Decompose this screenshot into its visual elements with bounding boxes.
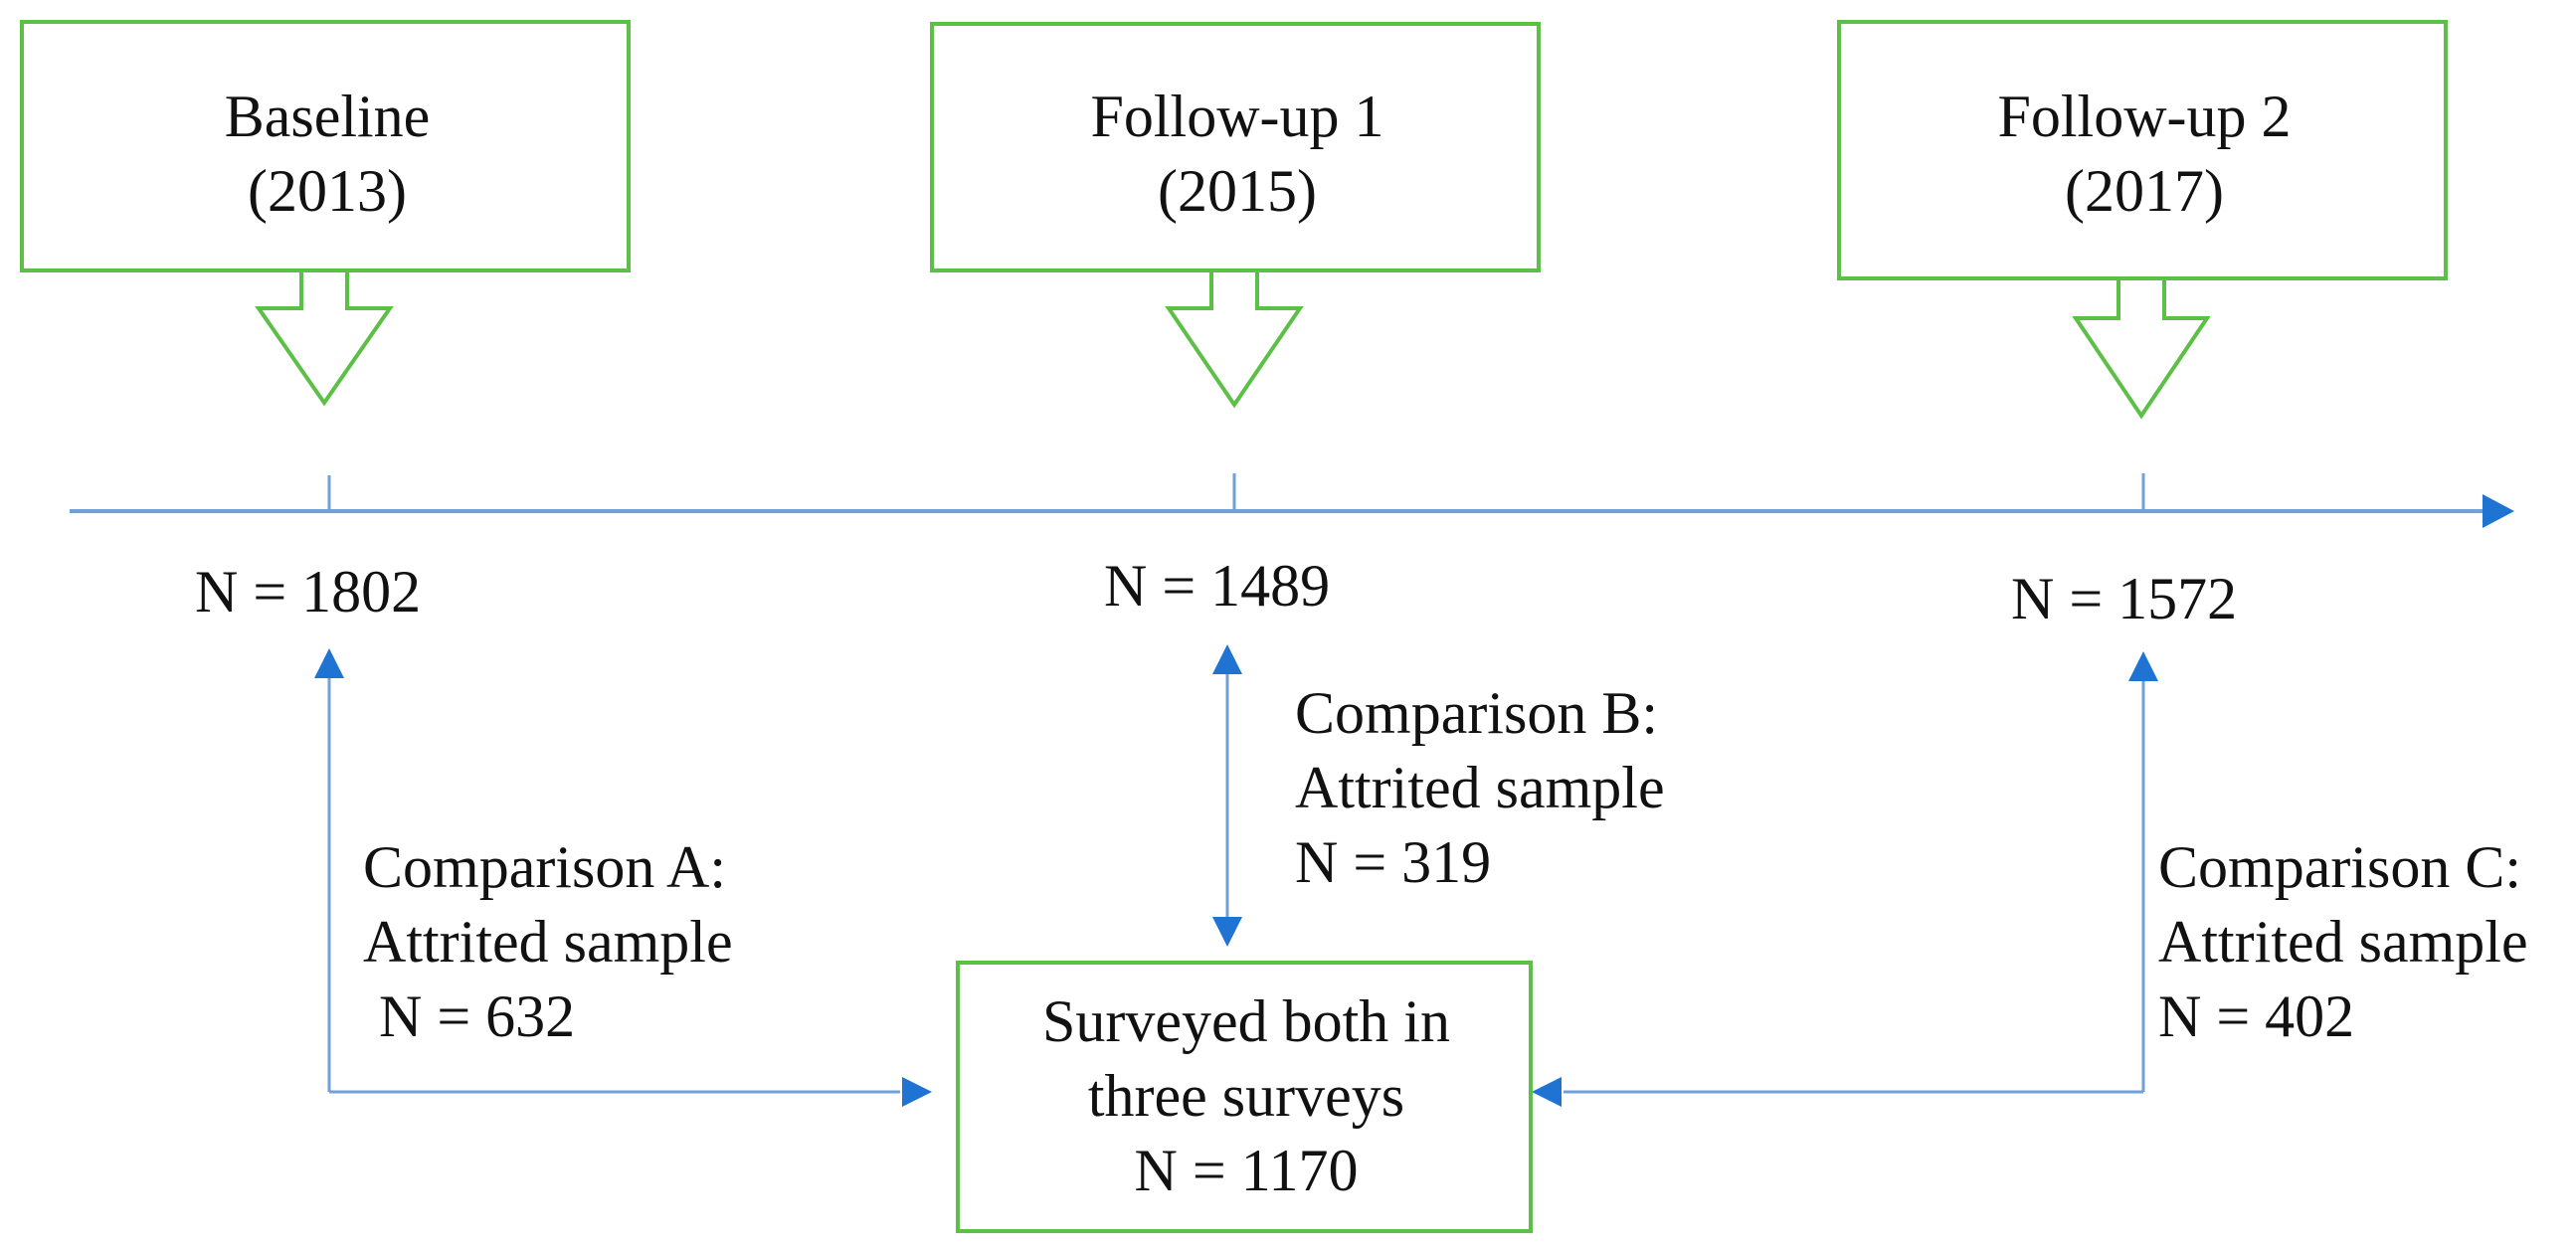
comparison-b-sample: Attrited sample: [1295, 755, 1665, 820]
comparison-b-label: Comparison B: Attrited sample N = 319: [1295, 676, 1665, 900]
follow-up-2-label: Follow-up 2 (2017): [1839, 80, 2450, 229]
follow-up-2-year: (2017): [2065, 158, 2224, 224]
follow-up-2-down-arrow: [2072, 276, 2211, 420]
comparison-c-up-arrowhead: [2128, 651, 2158, 681]
comparison-c-label: Comparison C: Attrited sample N = 402: [2158, 830, 2528, 1054]
surveyed-all-label: Surveyed both in three surveys N = 1170: [958, 984, 1535, 1208]
baseline-title: Baseline: [224, 84, 431, 149]
follow-up-1-title: Follow-up 1: [1090, 84, 1384, 149]
comparison-b-up-arrowhead: [1212, 644, 1242, 674]
comparison-c-n: N = 402: [2158, 983, 2355, 1049]
comparison-b-title: Comparison B:: [1295, 680, 1659, 746]
comparison-b-n: N = 319: [1295, 829, 1492, 895]
baseline-n: N = 1802: [195, 559, 422, 624]
timeline-arrowhead: [2483, 494, 2514, 528]
baseline-label: Baseline (2013): [22, 80, 633, 229]
comparison-a-right-arrowhead: [902, 1077, 932, 1107]
follow-up-2-title: Follow-up 2: [1997, 84, 2292, 149]
surveyed-all-box: [956, 961, 1533, 1233]
comparison-a-title: Comparison A:: [363, 834, 727, 900]
baseline-down-arrow: [255, 268, 394, 407]
comparison-c-sample: Attrited sample: [2158, 909, 2528, 975]
surveyed-all-n: N = 1170: [1134, 1138, 1359, 1203]
comparison-b-down-arrowhead: [1212, 917, 1242, 947]
comparison-c-left-arrowhead: [1532, 1077, 1562, 1107]
follow-up-1-down-arrow: [1165, 268, 1304, 409]
comparison-c-title: Comparison C:: [2158, 834, 2522, 900]
follow-up-1-label: Follow-up 1 (2015): [932, 80, 1543, 229]
comparison-a-sample: Attrited sample: [363, 909, 733, 975]
comparison-a-label: Comparison A: Attrited sample N = 632: [363, 830, 733, 1054]
baseline-year: (2013): [248, 158, 407, 224]
surveyed-all-line1: Surveyed both in: [1042, 988, 1450, 1054]
comparison-a-up-arrowhead: [314, 648, 344, 678]
follow-up-1-n: N = 1489: [1104, 553, 1331, 619]
surveyed-all-line2: three surveys: [1087, 1063, 1405, 1129]
follow-up-1-year: (2015): [1158, 158, 1317, 224]
comparison-a-n: N = 632: [379, 983, 576, 1049]
follow-up-2-n: N = 1572: [2011, 566, 2238, 631]
